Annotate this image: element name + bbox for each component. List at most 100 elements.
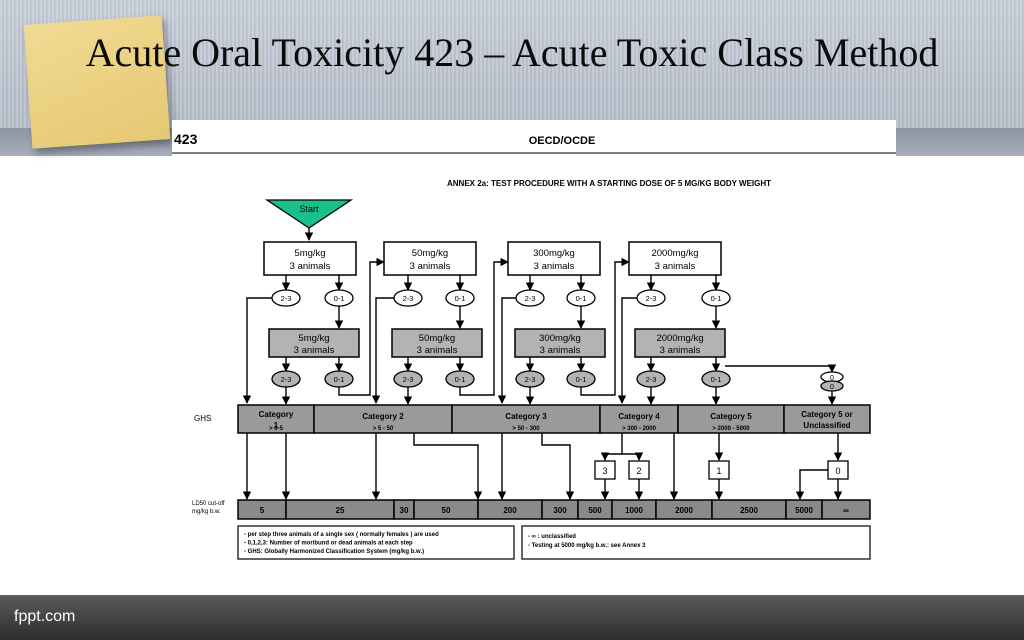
category-name: Category 2: [362, 412, 404, 421]
animals-label: 3 animals: [534, 261, 575, 272]
category-name: Unclassified: [803, 421, 850, 430]
ld50-value: 300: [553, 506, 567, 515]
connector-line: [617, 297, 637, 404]
ld50-value: ∞: [843, 506, 849, 515]
connector-line: [580, 257, 630, 396]
ghs-category-cell: [783, 404, 871, 434]
death-count: 0: [835, 466, 840, 476]
death-count: 1: [716, 466, 721, 476]
dose-box-step2-2: [514, 328, 606, 358]
connector-line: [725, 364, 837, 373]
doc-number: 423: [174, 131, 198, 147]
ld50-value: 2000: [675, 506, 693, 515]
note-text: - Testing at 5000 mg/kg b.w.: see Annex …: [528, 543, 646, 549]
category-range: > 50 - 300: [512, 426, 540, 432]
animals-label: 3 animals: [294, 345, 335, 356]
category-name: 1: [274, 421, 279, 430]
flowchart-svg: 423 OECD/OCDE ANNEX 2a: TEST PROCEDURE WIT…: [172, 131, 896, 560]
death-count: 2: [636, 466, 641, 476]
connector-line: [242, 297, 272, 404]
doc-header: OECD/OCDE: [529, 135, 596, 147]
category-range: > 5 - 50: [373, 426, 394, 432]
connector-line: [371, 297, 394, 404]
dose-label: 50mg/kg: [419, 333, 455, 344]
category-name: Category 4: [618, 412, 660, 421]
connector-line: [338, 257, 385, 396]
outcome-label-low: 0-1: [455, 294, 466, 303]
ld50-value: 30: [400, 506, 409, 515]
dose-box-step1-3: [628, 241, 722, 276]
animals-label: 3 animals: [410, 261, 451, 272]
connector-line: [459, 257, 509, 396]
connector-line: [497, 297, 516, 404]
outcome-label-high: 2-3: [646, 375, 657, 384]
outcome-label-high: 2-3: [281, 375, 292, 384]
note-text: - per step three animals of a single sex…: [244, 532, 439, 538]
ld50-value: 25: [336, 506, 345, 515]
ld50-value: 50: [442, 506, 451, 515]
dose-label: 2000mg/kg: [651, 248, 698, 259]
footer-bar: [0, 595, 1024, 640]
category-range: > 0-5: [269, 426, 284, 432]
outcome-label-low: 0-1: [576, 294, 587, 303]
dose-label: 5mg/kg: [298, 333, 329, 344]
outcome-label-low: 0-1: [711, 294, 722, 303]
connector-line: [600, 433, 623, 461]
footer-text: fppt.com: [14, 608, 76, 625]
ghs-label: GHS: [194, 414, 211, 423]
slide-title: Acute Oral Toxicity 423 – Acute Toxic Cl…: [85, 30, 939, 75]
dose-box-step2-3: [634, 328, 726, 358]
ld50-value: 5000: [795, 506, 813, 515]
annex-title: ANNEX 2a: TEST PROCEDURE WITH A STARTING…: [447, 179, 771, 188]
ghs-category-cell: [313, 404, 453, 434]
outcome-label-zero: 0: [830, 384, 834, 391]
outcome-label-high: 2-3: [281, 294, 292, 303]
dose-label: 2000mg/kg: [656, 333, 703, 344]
animals-label: 3 animals: [417, 345, 458, 356]
outcome-label-high: 2-3: [525, 294, 536, 303]
note-text: - ∞ : unclassified: [528, 534, 576, 540]
outcome-label-zero: 0: [830, 375, 834, 382]
category-range: > 2000 - 5000: [712, 426, 750, 432]
dose-label: 300mg/kg: [533, 248, 575, 259]
dose-box-step1-0: [263, 241, 357, 276]
outcome-label-high: 2-3: [403, 375, 414, 384]
outcome-label-high: 2-3: [525, 375, 536, 384]
outcome-label-high: 2-3: [403, 294, 414, 303]
connector-line: [541, 433, 575, 500]
ld50-value: 1000: [625, 506, 643, 515]
dose-label: 300mg/kg: [539, 333, 581, 344]
animals-label: 3 animals: [540, 345, 581, 356]
start-triangle: [264, 199, 354, 229]
death-count: 3: [602, 466, 607, 476]
outcome-label-low: 0-1: [334, 375, 345, 384]
note-text: - 0,1,2,3: Number of moribund or dead an…: [244, 541, 413, 547]
ld50-label: LD50 cut-off: [192, 501, 225, 507]
outcome-label-low: 0-1: [334, 294, 345, 303]
category-range: > 300 - 2000: [622, 426, 657, 432]
category-name: Category 5 or: [801, 410, 853, 419]
connector-line: [413, 433, 483, 500]
outcome-label-low: 0-1: [711, 375, 722, 384]
note-text: - GHS: Globally Harmonized Classificatio…: [244, 549, 424, 555]
animals-label: 3 animals: [290, 261, 331, 272]
outcome-label-high: 2-3: [646, 294, 657, 303]
connector-line: [795, 469, 828, 500]
category-name: Category 3: [505, 412, 547, 421]
animals-label: 3 animals: [660, 345, 701, 356]
animals-label: 3 animals: [655, 261, 696, 272]
ld50-label: mg/kg b.w.: [192, 509, 221, 515]
ld50-cell: [821, 499, 871, 520]
ld50-value: 200: [503, 506, 517, 515]
category-name: Category: [259, 410, 294, 419]
dose-label: 5mg/kg: [294, 248, 325, 259]
dose-box-step1-2: [507, 241, 601, 276]
notes-left-box: [237, 525, 515, 560]
outcome-label-low: 0-1: [455, 375, 466, 384]
dose-box-step2-0: [268, 328, 360, 358]
ld50-value: 5: [260, 506, 265, 515]
ld50-value: 2500: [740, 506, 758, 515]
ghs-category-cell: [677, 404, 785, 434]
category-name: Category 5: [710, 412, 752, 421]
ld50-value: 500: [588, 506, 602, 515]
